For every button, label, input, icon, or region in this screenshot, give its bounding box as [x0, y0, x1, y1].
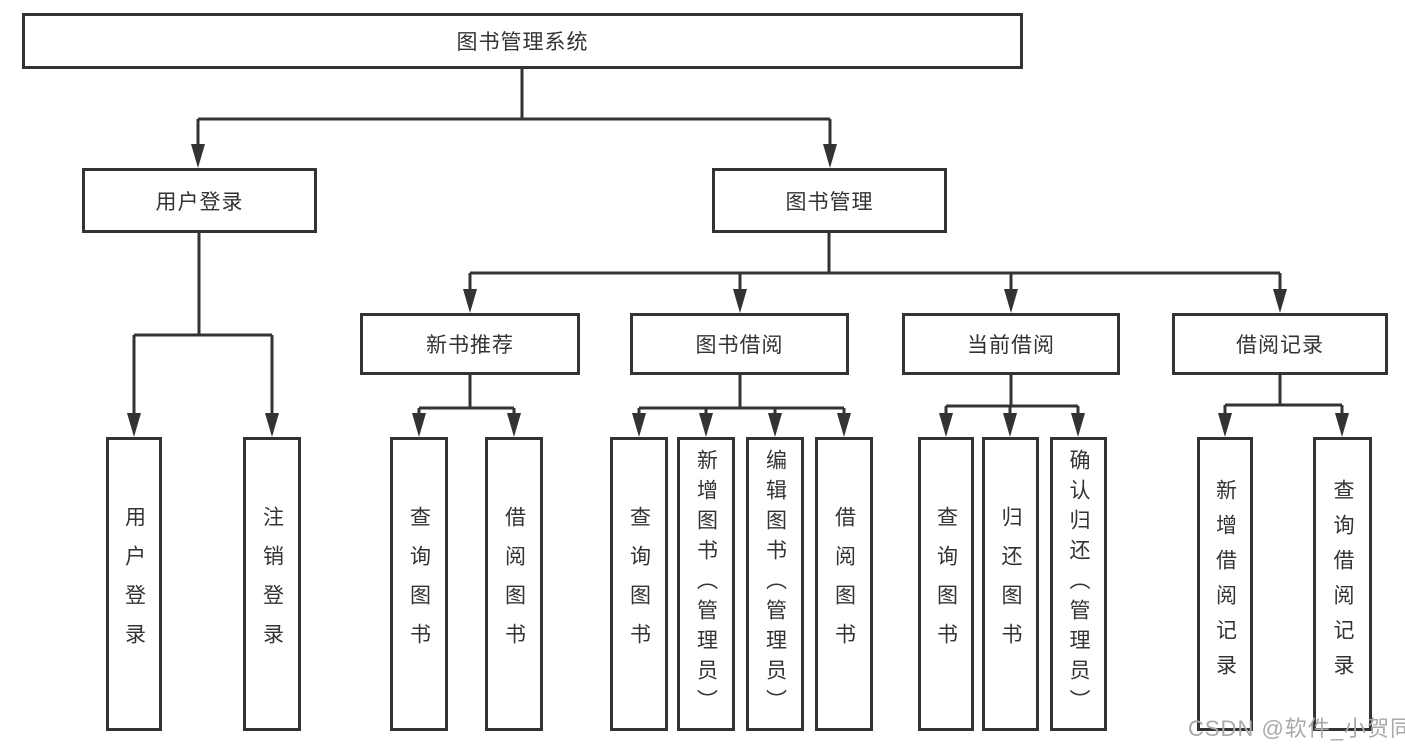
leaf-query-borrow-record: 查询借阅记录	[1313, 437, 1372, 731]
leaf-borrow-books: 借阅图书	[815, 437, 873, 731]
node-user-login: 用户登录	[82, 168, 317, 233]
leaf-confirm-return-admin: 确认归还（管理员）	[1050, 437, 1107, 731]
leaf-label: 注销登录	[260, 506, 284, 662]
leaf-label: 新增借阅记录	[1213, 479, 1237, 689]
leaf-label: 借阅图书	[832, 506, 856, 662]
leaf-borrow-books-recommend: 借阅图书	[485, 437, 543, 731]
leaf-label: 归还图书	[999, 506, 1022, 662]
leaf-label: 查询借阅记录	[1331, 479, 1354, 689]
csdn-watermark: CSDN @软件_小贺同学	[1188, 716, 1405, 741]
leaf-edit-books-admin: 编辑图书（管理员）	[746, 437, 804, 731]
leaf-add-books-admin: 新增图书（管理员）	[677, 437, 735, 731]
node-book-management: 图书管理	[712, 168, 947, 233]
node-new-book-recommendation: 新书推荐	[360, 313, 580, 375]
node-library-management-system: 图书管理系统	[22, 13, 1023, 69]
leaf-add-borrow-record: 新增借阅记录	[1197, 437, 1253, 731]
leaf-label: 查询图书	[627, 506, 651, 662]
leaf-label: 编辑图书（管理员）	[763, 449, 787, 719]
leaf-label: 用户登录	[122, 506, 146, 662]
node-book-borrowing: 图书借阅	[630, 313, 849, 375]
leaf-label: 查询图书	[407, 506, 431, 662]
node-current-borrowing: 当前借阅	[902, 313, 1120, 375]
leaf-return-books: 归还图书	[982, 437, 1039, 731]
leaf-label: 新增图书（管理员）	[694, 449, 718, 719]
leaf-query-books-current: 查询图书	[918, 437, 974, 731]
leaf-label: 确认归还（管理员）	[1067, 449, 1090, 719]
leaf-logout: 注销登录	[243, 437, 301, 731]
leaf-user-login: 用户登录	[106, 437, 162, 731]
leaf-query-books-borrow: 查询图书	[610, 437, 668, 731]
leaf-query-books-recommend: 查询图书	[390, 437, 448, 731]
leaf-label: 查询图书	[934, 506, 958, 662]
node-borrowing-records: 借阅记录	[1172, 313, 1388, 375]
leaf-label: 借阅图书	[502, 506, 526, 662]
